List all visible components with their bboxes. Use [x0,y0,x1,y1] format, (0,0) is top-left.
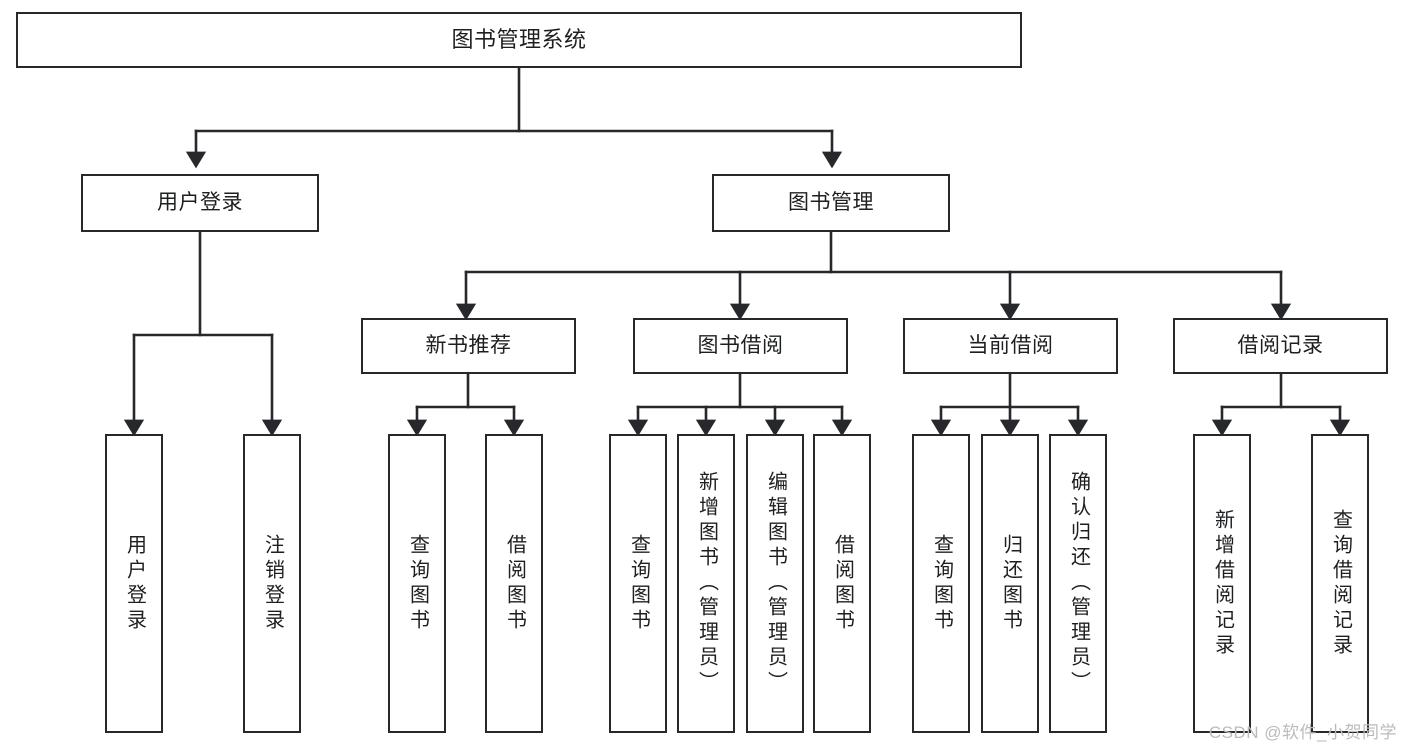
leaf-label: 注销登录 [261,533,284,634]
node-book-management-label: 图书管理 [788,191,874,215]
leaf-user-login-logout[interactable]: 注销登录 [243,434,301,733]
leaf-borrow-record-add-record[interactable]: 新增借阅记录 [1193,434,1251,733]
leaf-label: 借阅图书 [831,533,854,634]
leaf-label: 归还图书 [999,533,1022,634]
leaf-label: 借阅图书 [503,533,526,634]
node-user-login-label: 用户登录 [157,191,243,215]
csdn-watermark: CSDN @软件_小贺同学 [1208,723,1397,742]
leaf-label: 新增借阅记录 [1211,508,1234,659]
node-root-book-management-system[interactable]: 图书管理系统 [16,12,1022,68]
leaf-current-borrow-query-book[interactable]: 查询图书 [912,434,970,733]
node-new-book-recommend-label: 新书推荐 [425,334,512,358]
leaf-book-borrow-borrow-book[interactable]: 借阅图书 [813,434,871,733]
leaf-book-borrow-add-book-admin[interactable]: 新增图书（管理员） [677,434,735,733]
leaf-new-book-borrow-book[interactable]: 借阅图书 [485,434,543,733]
node-book-borrow-label: 图书借阅 [697,334,784,358]
leaf-label: 用户登录 [123,533,146,634]
leaf-label: 查询图书 [930,533,953,634]
node-borrow-record-label: 借阅记录 [1237,334,1324,358]
leaf-label: 确认归还（管理员） [1067,471,1090,696]
node-book-borrow[interactable]: 图书借阅 [633,318,848,374]
leaf-label: 查询图书 [627,533,650,634]
leaf-user-login-login[interactable]: 用户登录 [105,434,163,733]
node-user-login[interactable]: 用户登录 [81,174,319,232]
leaf-borrow-record-query-record[interactable]: 查询借阅记录 [1311,434,1369,733]
node-current-borrow[interactable]: 当前借阅 [903,318,1118,374]
node-new-book-recommend[interactable]: 新书推荐 [361,318,576,374]
leaf-label: 新增图书（管理员） [695,471,718,696]
node-book-management[interactable]: 图书管理 [712,174,950,232]
leaf-book-borrow-edit-book-admin[interactable]: 编辑图书（管理员） [746,434,804,733]
leaf-label: 查询借阅记录 [1329,508,1352,659]
leaf-book-borrow-query-book[interactable]: 查询图书 [609,434,667,733]
leaf-current-borrow-confirm-return-admin[interactable]: 确认归还（管理员） [1049,434,1107,733]
leaf-current-borrow-return-book[interactable]: 归还图书 [981,434,1039,733]
node-root-label: 图书管理系统 [451,26,587,52]
node-current-borrow-label: 当前借阅 [967,334,1054,358]
leaf-new-book-query-book[interactable]: 查询图书 [388,434,446,733]
leaf-label: 查询图书 [406,533,429,634]
leaf-label: 编辑图书（管理员） [764,471,787,696]
node-borrow-record[interactable]: 借阅记录 [1173,318,1388,374]
